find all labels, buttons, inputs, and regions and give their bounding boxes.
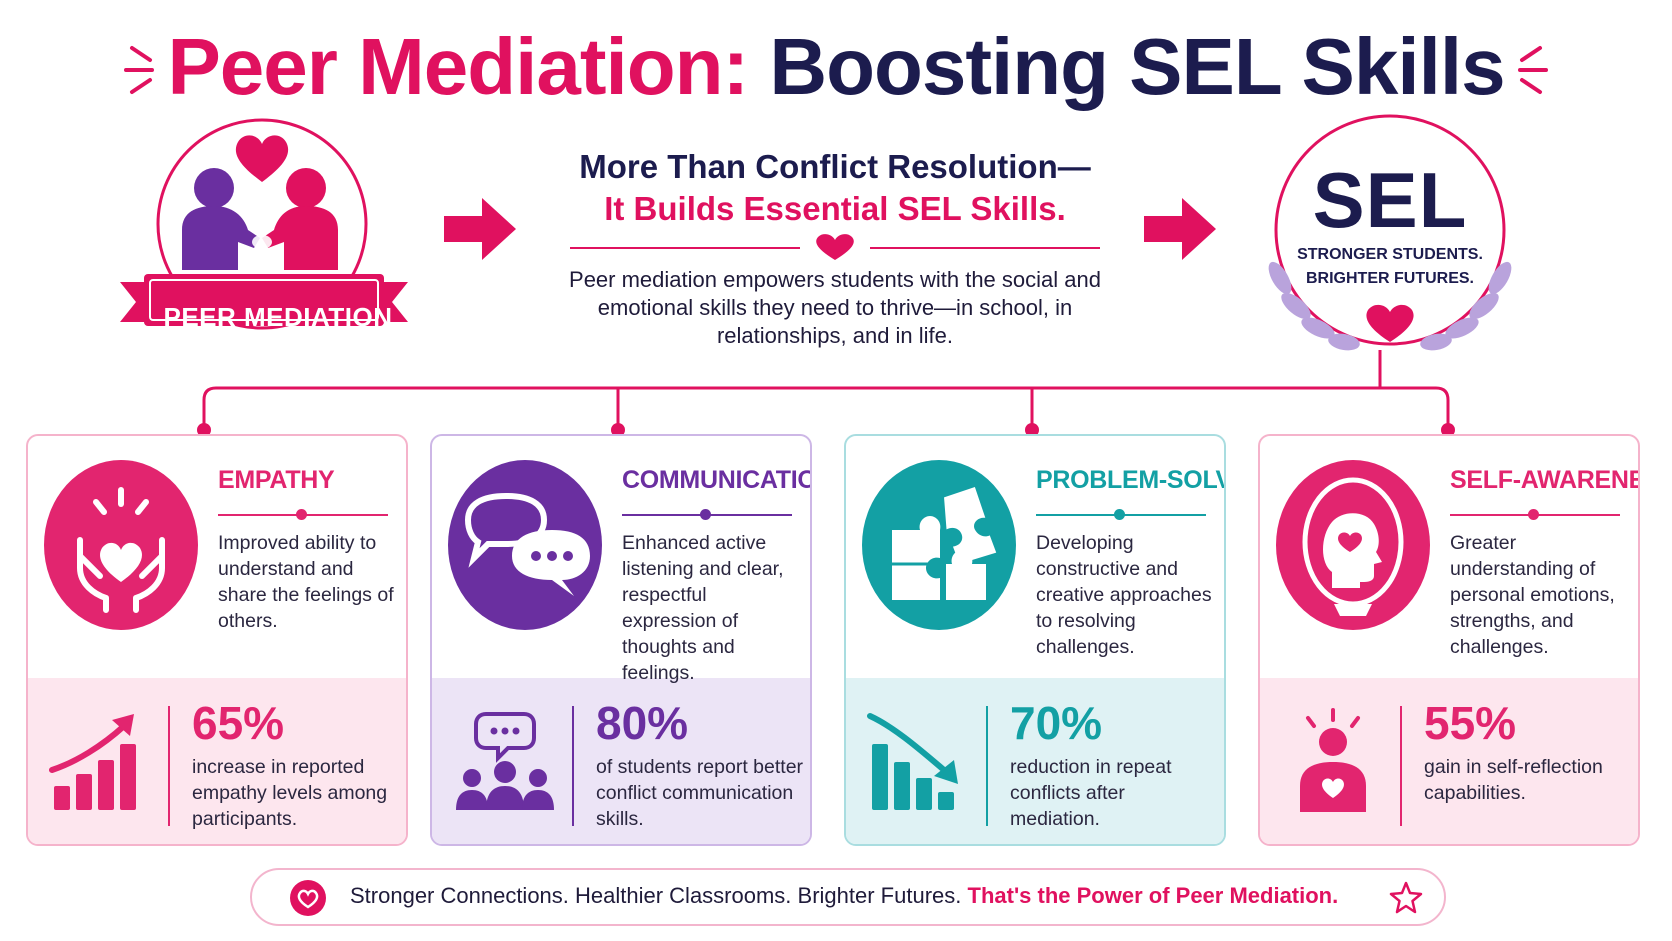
heart-icon [1366, 304, 1414, 342]
card-title-dot [1114, 509, 1125, 520]
card-icon-circle [1276, 460, 1430, 630]
hands-heart-icon [77, 487, 165, 613]
card-title-dot [1528, 509, 1539, 520]
puzzle-icon [892, 486, 997, 600]
stat-area [28, 678, 406, 844]
title-part2: Boosting SEL Skills [769, 22, 1505, 111]
group-chat-icon [456, 712, 554, 810]
stat-label: increase in reported empathy levels amon… [192, 756, 388, 830]
laurel-icon [1268, 261, 1512, 351]
stat-label: reduction in repeat conflicts after medi… [1010, 756, 1172, 830]
connector-lines [197, 350, 1455, 437]
person-heart-icon [1300, 708, 1366, 812]
footer-text: Stronger Connections. Healthier Classroo… [350, 883, 1390, 909]
card-icon-circle [862, 460, 1016, 630]
footer-tagline: Stronger Connections. Healthier Classroo… [350, 883, 962, 908]
sel-title: SEL [1312, 156, 1468, 244]
title-burst-right-icon [1518, 46, 1548, 94]
decline-chart-icon [867, 713, 958, 810]
intro-body: Peer mediation empowers students with th… [569, 267, 1101, 348]
footer-highlight: That's the Power of Peer Mediation. [967, 883, 1339, 908]
card-self-awareness: SELF-AWARENESS Greater understanding of … [1258, 434, 1640, 846]
card-communication: COMMUNICATION Enhanced active listening … [430, 434, 812, 846]
sel-badge-illustration [1268, 114, 1512, 351]
stat-area [846, 678, 1224, 844]
card-icon-circle [44, 460, 198, 630]
stat-divider [1400, 706, 1402, 826]
card-description: Enhanced active listening and clear, res… [622, 532, 784, 684]
card-title-dot [296, 509, 307, 520]
card-empathy: EMPATHY Improved ability to understand a… [26, 434, 408, 846]
footer-banner [250, 868, 1446, 926]
heart-icon [816, 234, 854, 260]
card-problem-solving: PROBLEM-SOLVING Developing constructive … [844, 434, 1226, 846]
stat-divider [986, 706, 988, 826]
card-title: PROBLEM-SOLVING [1036, 466, 1224, 494]
stat-value: 70% [1010, 697, 1103, 749]
sel-tagline-1: STRONGER STUDENTS. [1297, 246, 1483, 263]
stat-divider [572, 706, 574, 826]
card-description: Greater understanding of personal emotio… [1450, 532, 1615, 658]
stat-label: of students report better conflict commu… [596, 756, 804, 830]
title-part1: Peer Mediation: [167, 22, 749, 111]
title-burst-left-icon [124, 46, 154, 94]
peer-mediation-badge: PEER MEDIATION [163, 302, 393, 332]
growth-chart-icon [49, 714, 136, 810]
arrow-right-icon-2 [1144, 198, 1216, 260]
intro-heading-line1: More Than Conflict Resolution— [579, 148, 1091, 185]
stat-value: 80% [596, 697, 689, 749]
card-description: Developing constructive and creative app… [1036, 532, 1212, 658]
stat-area [432, 678, 810, 844]
card-icon-circle [448, 460, 602, 630]
card-title: EMPATHY [218, 466, 335, 494]
arrow-right-icon [444, 198, 516, 260]
star-icon [1389, 881, 1423, 914]
card-title: SELF-AWARENESS [1450, 466, 1638, 494]
mirror-head-icon [1302, 477, 1404, 616]
peer-mediation-illustration [120, 118, 408, 330]
sel-tagline-2: BRIGHTER FUTURES. [1306, 270, 1474, 287]
card-title: COMMUNICATION [622, 466, 810, 494]
page-title: Peer Mediation: Boosting SEL Skills [0, 22, 1672, 112]
stat-value: 55% [1424, 697, 1517, 749]
card-description: Improved ability to understand and share… [218, 532, 394, 632]
stat-divider [168, 706, 170, 826]
card-title-dot [700, 509, 711, 520]
intro-divider [570, 234, 1100, 260]
stat-value: 65% [192, 697, 285, 749]
heart-badge-icon [290, 880, 326, 916]
intro-heading-line2: It Builds Essential SEL Skills. [604, 190, 1066, 227]
stat-area [1260, 678, 1638, 844]
speech-bubbles-icon [464, 492, 590, 596]
stat-label: gain in self-reflection capabilities. [1424, 756, 1603, 804]
